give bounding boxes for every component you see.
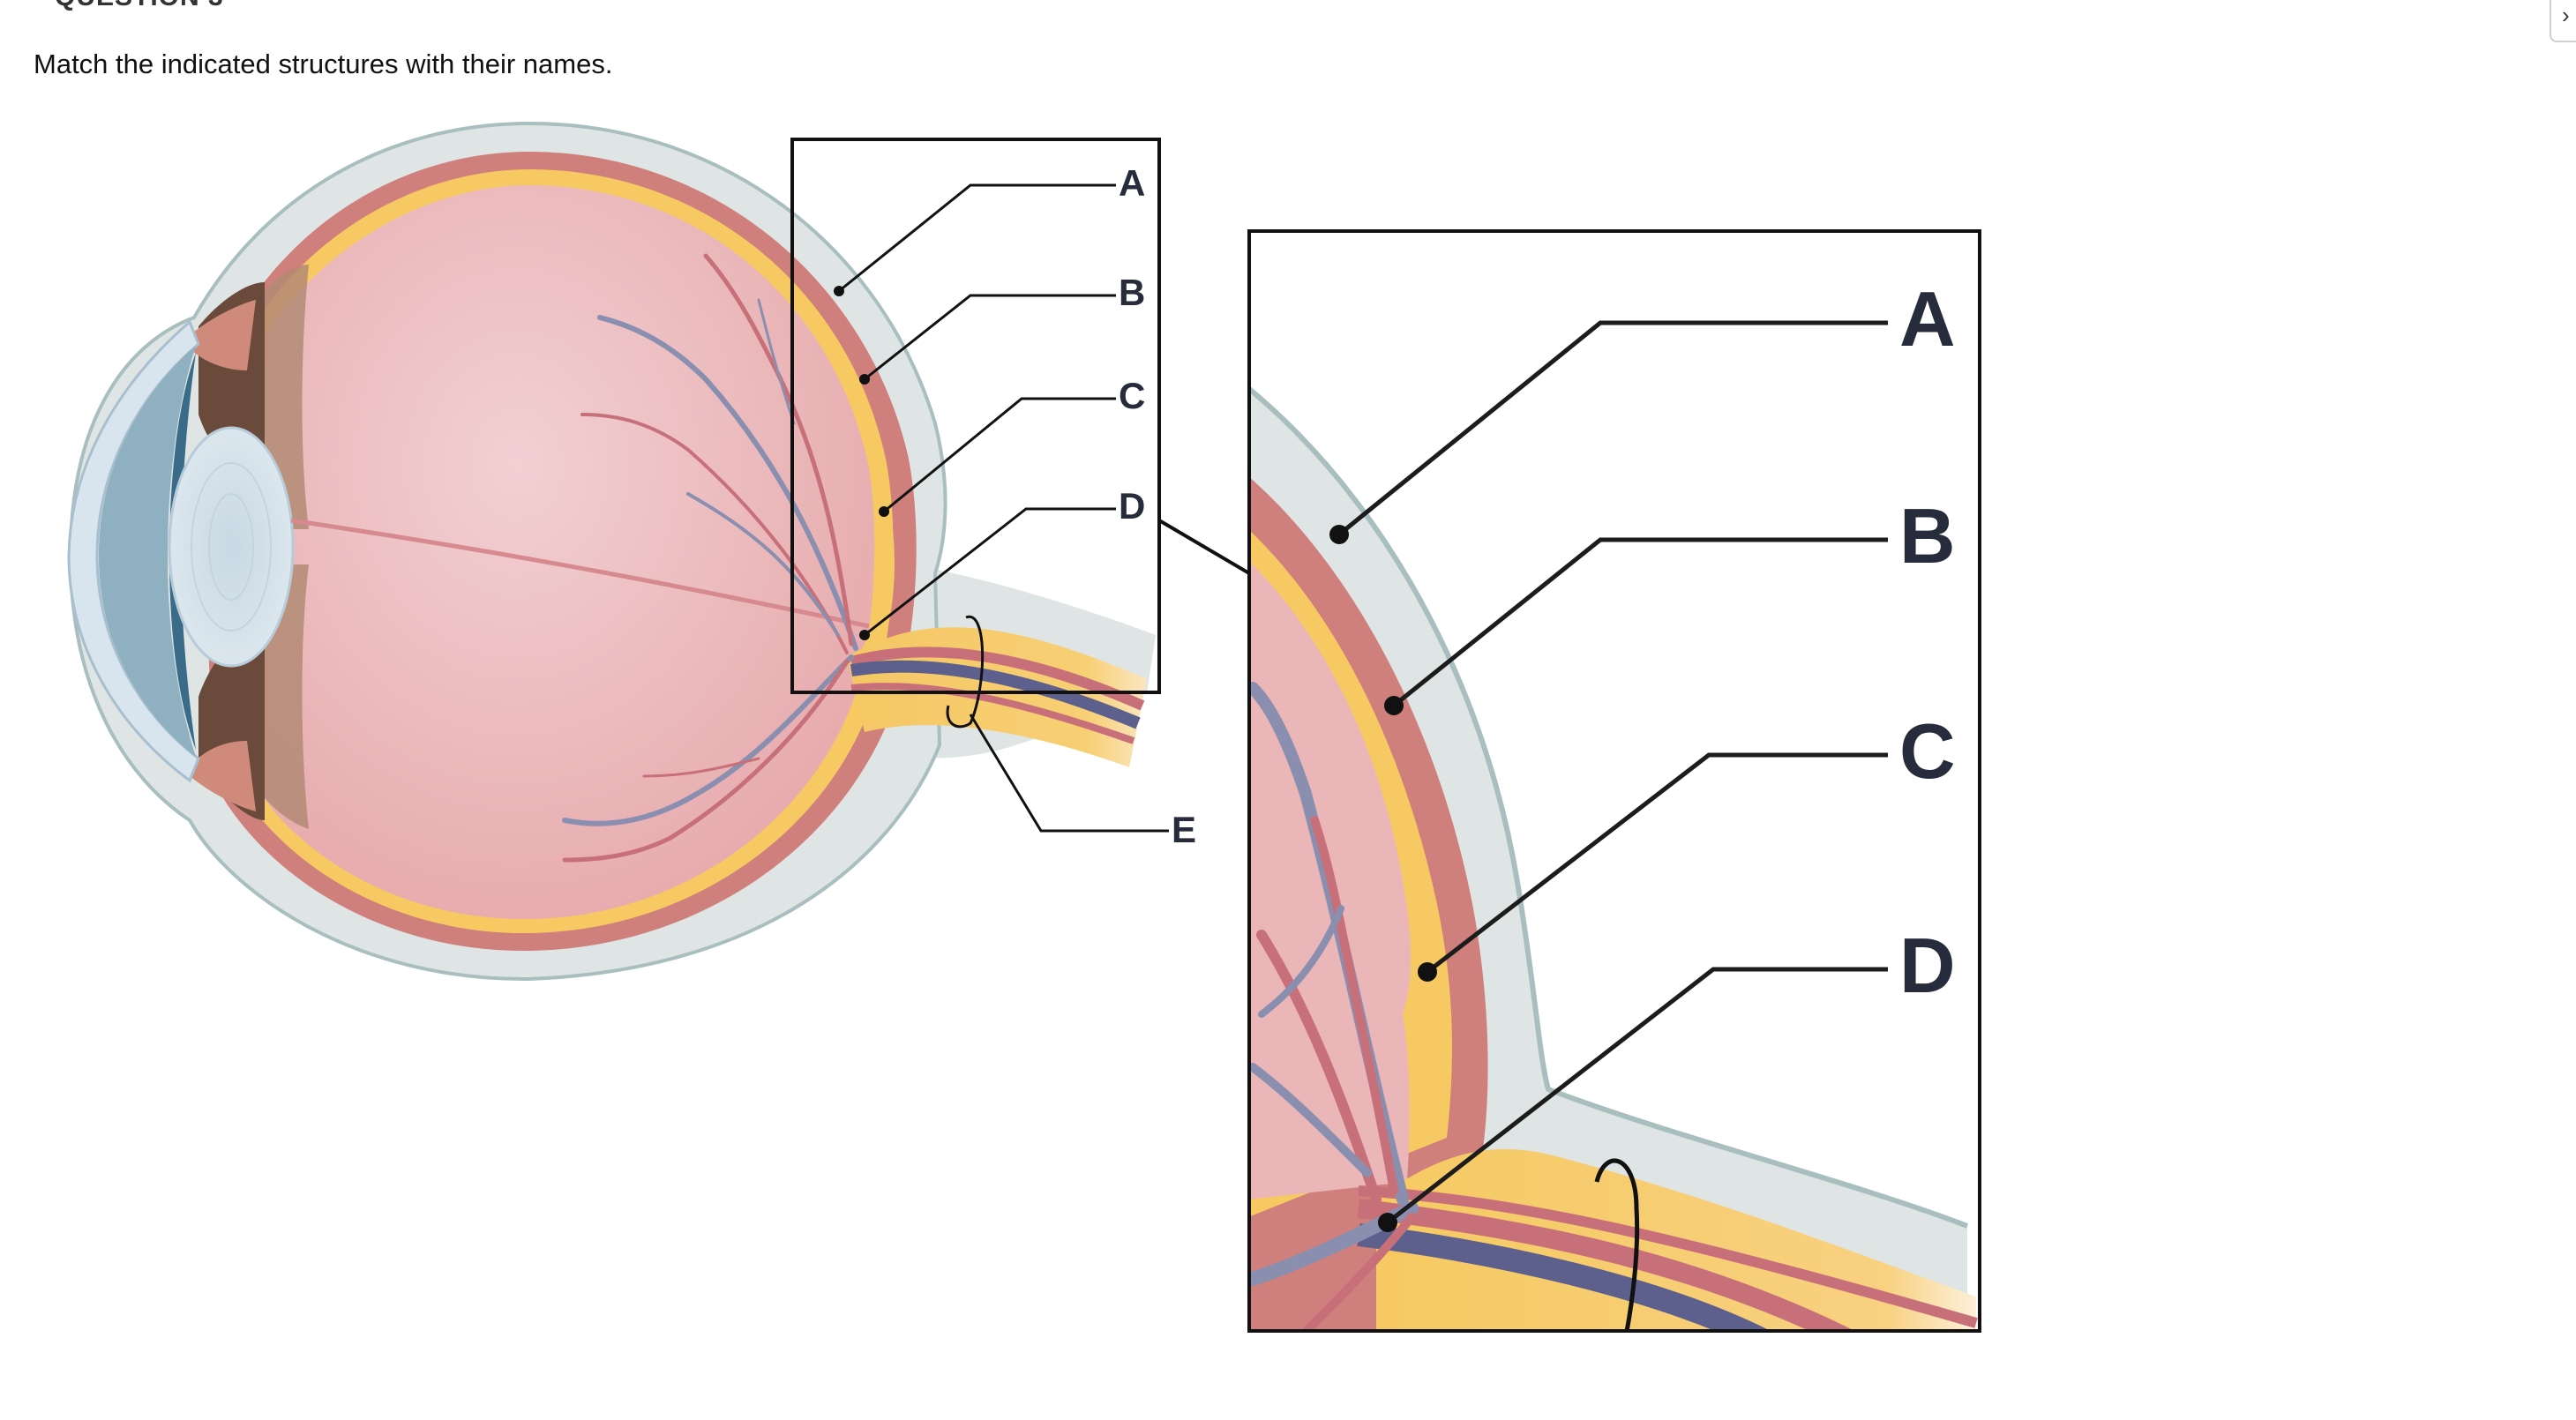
optic-axis-line [290, 518, 870, 629]
chevron-icon: › [2562, 2, 2570, 28]
nerve-sheath-loop-zoom [1594, 1158, 1640, 1331]
zoom-connector-line [1157, 519, 1251, 575]
zoom-frame [1247, 229, 1981, 1333]
small-label-d: D [1119, 485, 1145, 527]
small-label-c: C [1119, 375, 1145, 416]
lens-ring-1 [191, 462, 272, 632]
nerve-sheath-loop-small [946, 615, 985, 729]
artery-lower-small [850, 683, 1135, 744]
question-header: QUESTION 3 [55, 0, 224, 12]
magnification-box [790, 138, 1161, 694]
zoom-label-d: D [1899, 922, 1956, 1009]
zoom-label-c: C [1899, 707, 1956, 795]
central-vein-zoom [1357, 1223, 1770, 1331]
zoom-label-b: B [1899, 492, 1956, 579]
lens-small [168, 426, 295, 668]
vitreous-small [258, 185, 875, 920]
small-leader-lines [838, 183, 1169, 833]
zoom-labels: A B C D [1899, 275, 1956, 1009]
sclera-zoom-edge [1248, 385, 1969, 1229]
anterior-chamber [99, 346, 196, 757]
eye-diagram [67, 121, 1156, 982]
retinal-vessels-small [562, 253, 858, 863]
central-artery-zoom [1357, 1199, 1855, 1331]
central-artery-small [850, 646, 1145, 711]
retinal-vessels-zoom [1248, 682, 1419, 1331]
collapse-button[interactable]: › [2550, 0, 2576, 42]
lens-ring-2 [208, 493, 254, 601]
small-label-a: A [1119, 162, 1145, 204]
zoom-leader-lines [1337, 320, 1888, 1224]
zoom-diagram [1248, 385, 1978, 1331]
cornea-small [67, 319, 200, 783]
central-vein-small [850, 660, 1141, 729]
retina-bump-zoom [1407, 908, 1430, 1111]
small-label-e: E [1172, 809, 1196, 850]
small-leader-dots [834, 286, 889, 640]
small-label-b: B [1119, 272, 1145, 313]
small-labels: A B C D E [1119, 162, 1196, 850]
aqueous-dark [169, 353, 196, 750]
zoom-label-a: A [1899, 275, 1956, 362]
zoom-leader-dots [1329, 525, 1437, 1232]
question-instructions: Match the indicated structures with thei… [34, 49, 613, 79]
